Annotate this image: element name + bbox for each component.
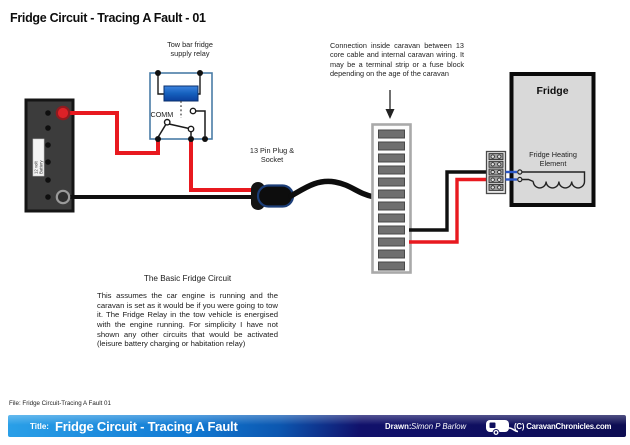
wire-black-strip-to-connector <box>409 170 487 232</box>
plug-label-line1: 13 Pin Plug & <box>249 146 295 155</box>
footer-copyright: (C) CaravanChronicles.com <box>514 422 612 431</box>
cable-13-core <box>288 178 377 200</box>
relay-switch <box>157 107 206 137</box>
plug-and-socket <box>251 182 295 210</box>
footer-drawn-value: Simon P Barlow <box>411 422 467 431</box>
description-body: This assumes the car engine is running a… <box>97 291 278 349</box>
battery-box: 12 volt Battery <box>24 98 75 213</box>
footer-title-bar: Title: Fridge Circuit - Tracing A Fault … <box>8 415 626 437</box>
battery-label-line1: 12 volt <box>34 161 39 174</box>
element-label-line2: Element <box>539 159 567 169</box>
battery-label-plate <box>32 138 45 177</box>
footer-title-value: Fridge Circuit - Tracing A Fault <box>55 419 238 434</box>
fridge-heating-element-label: Fridge Heating Element <box>512 150 594 168</box>
wire-red-battery-to-relay <box>63 111 160 155</box>
relay-coil <box>163 85 199 102</box>
wire-red-strip-to-connector <box>409 177 487 244</box>
footer-drawn-label: Drawn: <box>385 422 412 431</box>
page-title: Fridge Circuit - Tracing A Fault - 01 <box>10 11 206 25</box>
heating-element <box>517 169 586 189</box>
plug-label-line2: Socket <box>260 155 284 165</box>
description-heading: The Basic Fridge Circuit <box>143 274 232 283</box>
battery-negative-terminal <box>55 189 71 205</box>
caravan-connection-note: Connection inside caravan between 13 cor… <box>330 41 464 78</box>
fridge-label: Fridge <box>536 85 569 97</box>
pointer-arrow <box>385 90 395 119</box>
relay-comm-label: COMM <box>151 110 174 119</box>
relay-label-line2: supply relay <box>170 49 210 59</box>
battery-label-line2: Battery <box>39 160 44 174</box>
plug-socket-label: 13 Pin Plug & Socket <box>238 146 306 165</box>
relay-box: COMM <box>149 70 213 142</box>
fridge-connector-block <box>485 150 507 195</box>
file-name-label: File: Fridge Circuit-Tracing A Fault 01 <box>9 400 111 407</box>
terminal-strip <box>371 123 412 274</box>
element-label-line1: Fridge Heating <box>529 150 577 159</box>
battery-positive-terminal <box>55 105 71 121</box>
relay-label-line1: Tow bar fridge <box>167 40 213 49</box>
footer-title-label: Title: <box>30 422 49 431</box>
relay-label: Tow bar fridge supply relay <box>151 40 229 58</box>
